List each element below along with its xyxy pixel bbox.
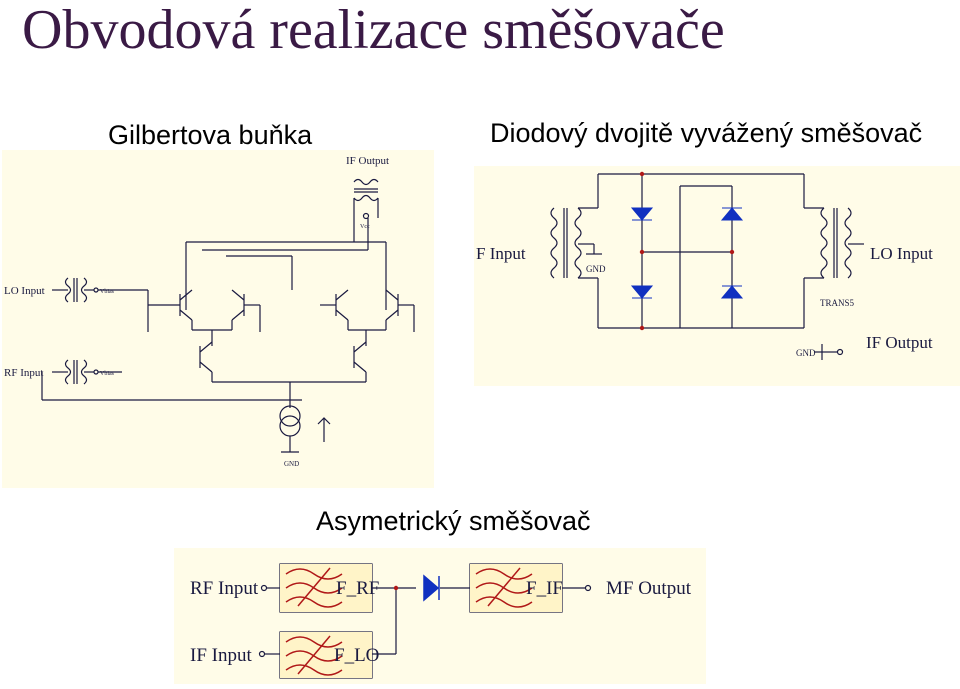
mixer-diode [423, 574, 440, 602]
diode-d1 [630, 207, 654, 221]
rf-input-label: RF Input [190, 578, 259, 599]
gnd-out-label: GND [796, 348, 816, 358]
slide-title: Obvodová realizace směšovače [22, 0, 725, 61]
transistor-q3 [335, 289, 349, 321]
diode-mixer-heading: Diodový dvojitě vyvážený směšovač [490, 118, 923, 148]
current-source [279, 405, 301, 427]
diode-d4 [720, 285, 744, 299]
gilbert-schematic: IF Output Vcc LO Input Vbias RF Input Vb… [4, 155, 415, 468]
if-output-label: IF Output [866, 333, 933, 352]
gnd-top-label: GND [586, 264, 606, 274]
if-output-label: IF Output [346, 155, 389, 167]
vcc-label: Vcc [360, 224, 370, 230]
diode-d3 [630, 285, 654, 299]
lo-input-label: LO Input [4, 285, 45, 297]
lo-input-label: LO Input [870, 244, 933, 263]
transistor-q4 [385, 289, 399, 321]
gnd-label: GND [284, 460, 299, 468]
gilbert-heading: Gilbertova buňka [108, 120, 313, 150]
vbias-lo-label: Vbias [100, 289, 115, 295]
transistor-q6 [353, 341, 367, 373]
asym-mixer-schematic: RF Input F_RF F_IF MF Output IF Input F_… [190, 563, 692, 679]
if-input-label: IF Input [190, 645, 252, 666]
diode-mixer-panel: F Input GND LO Input TRANS5 GND IF Outpu… [474, 166, 960, 386]
asym-mixer-heading: Asymetrický směšovač [316, 506, 591, 536]
trans-label: TRANS5 [820, 298, 855, 308]
filter-rf-label: F_RF [336, 578, 379, 599]
asym-mixer-panel: RF Input F_RF F_IF MF Output IF Input F_… [174, 548, 706, 684]
transistor-q2 [231, 289, 245, 321]
output-transformer-primary [353, 178, 379, 186]
diode-d2 [720, 207, 744, 221]
rf-input-label: RF Input [4, 367, 43, 379]
transistor-q5 [199, 341, 213, 373]
vbias-rf-label: Vbias [100, 371, 115, 377]
rf-input-label: F Input [476, 244, 526, 263]
diode-mixer-schematic: F Input GND LO Input TRANS5 GND IF Outpu… [476, 171, 933, 360]
filter-if-label: F_IF [526, 578, 563, 599]
filter-lo-label: F_LO [334, 645, 379, 666]
mf-output-label: MF Output [606, 578, 692, 599]
gilbert-panel: IF Output Vcc LO Input Vbias RF Input Vb… [2, 150, 434, 488]
